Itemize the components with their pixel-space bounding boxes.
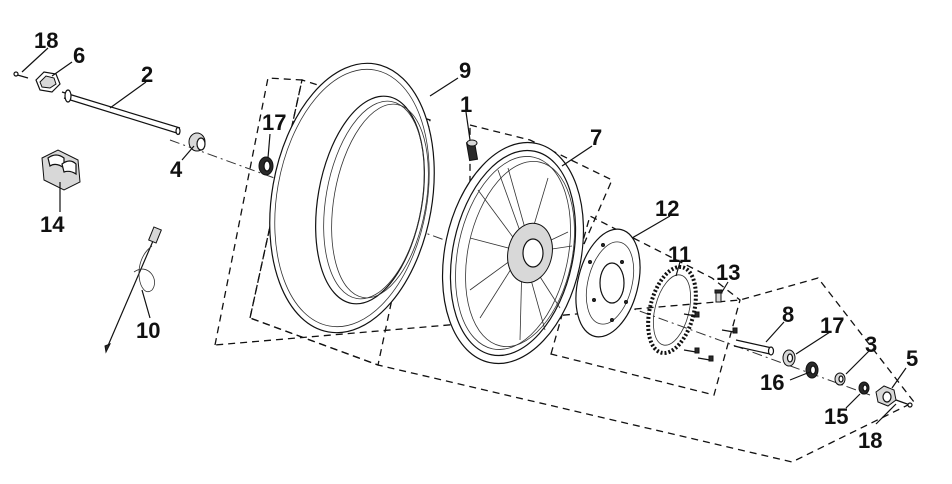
part-sensor-cable xyxy=(104,226,162,354)
part-pin-left xyxy=(13,71,29,79)
part-seal xyxy=(805,361,819,379)
callout-5: 5 xyxy=(906,346,918,371)
part-rim xyxy=(441,141,585,365)
callout-14: 14 xyxy=(40,212,65,237)
part-bearing-right xyxy=(782,349,796,367)
callout-16: 16 xyxy=(760,370,784,395)
outline-main-assembly xyxy=(214,77,916,463)
callout-1: 1 xyxy=(460,92,472,117)
part-bearing-left xyxy=(258,156,274,176)
callout-4: 4 xyxy=(170,157,183,182)
callout-18-right: 18 xyxy=(858,428,882,453)
part-nut-left xyxy=(35,71,61,93)
part-spacer-tube xyxy=(733,339,775,356)
part-pin-right xyxy=(895,399,913,408)
callout-3: 3 xyxy=(865,332,877,357)
callout-8: 8 xyxy=(782,302,794,327)
callout-17-left: 17 xyxy=(262,110,286,135)
part-bolts xyxy=(683,289,738,362)
callout-6: 6 xyxy=(73,43,85,68)
leader-lines xyxy=(21,47,907,425)
part-nut-right xyxy=(875,385,897,407)
callout-labels: 18 6 2 4 14 10 17 9 1 7 12 11 13 8 17 3 … xyxy=(34,28,918,453)
callout-9: 9 xyxy=(459,58,471,83)
part-tire xyxy=(269,62,435,334)
callout-10: 10 xyxy=(136,318,160,343)
outline-valve-rim-group xyxy=(469,124,613,293)
callout-2: 2 xyxy=(141,62,153,87)
callout-18-left: 18 xyxy=(34,28,58,53)
part-clip xyxy=(41,149,81,191)
part-axle xyxy=(61,89,181,136)
part-valve xyxy=(465,139,479,162)
part-washer xyxy=(858,381,870,395)
part-brake-disc xyxy=(575,228,641,338)
callout-15: 15 xyxy=(824,404,848,429)
callout-7: 7 xyxy=(590,125,602,150)
part-collar-right xyxy=(834,372,846,386)
callout-13: 13 xyxy=(716,260,740,285)
callout-11: 11 xyxy=(668,242,691,267)
callout-17-right: 17 xyxy=(820,313,844,338)
part-tone-ring xyxy=(646,264,698,356)
callout-12: 12 xyxy=(655,196,679,221)
